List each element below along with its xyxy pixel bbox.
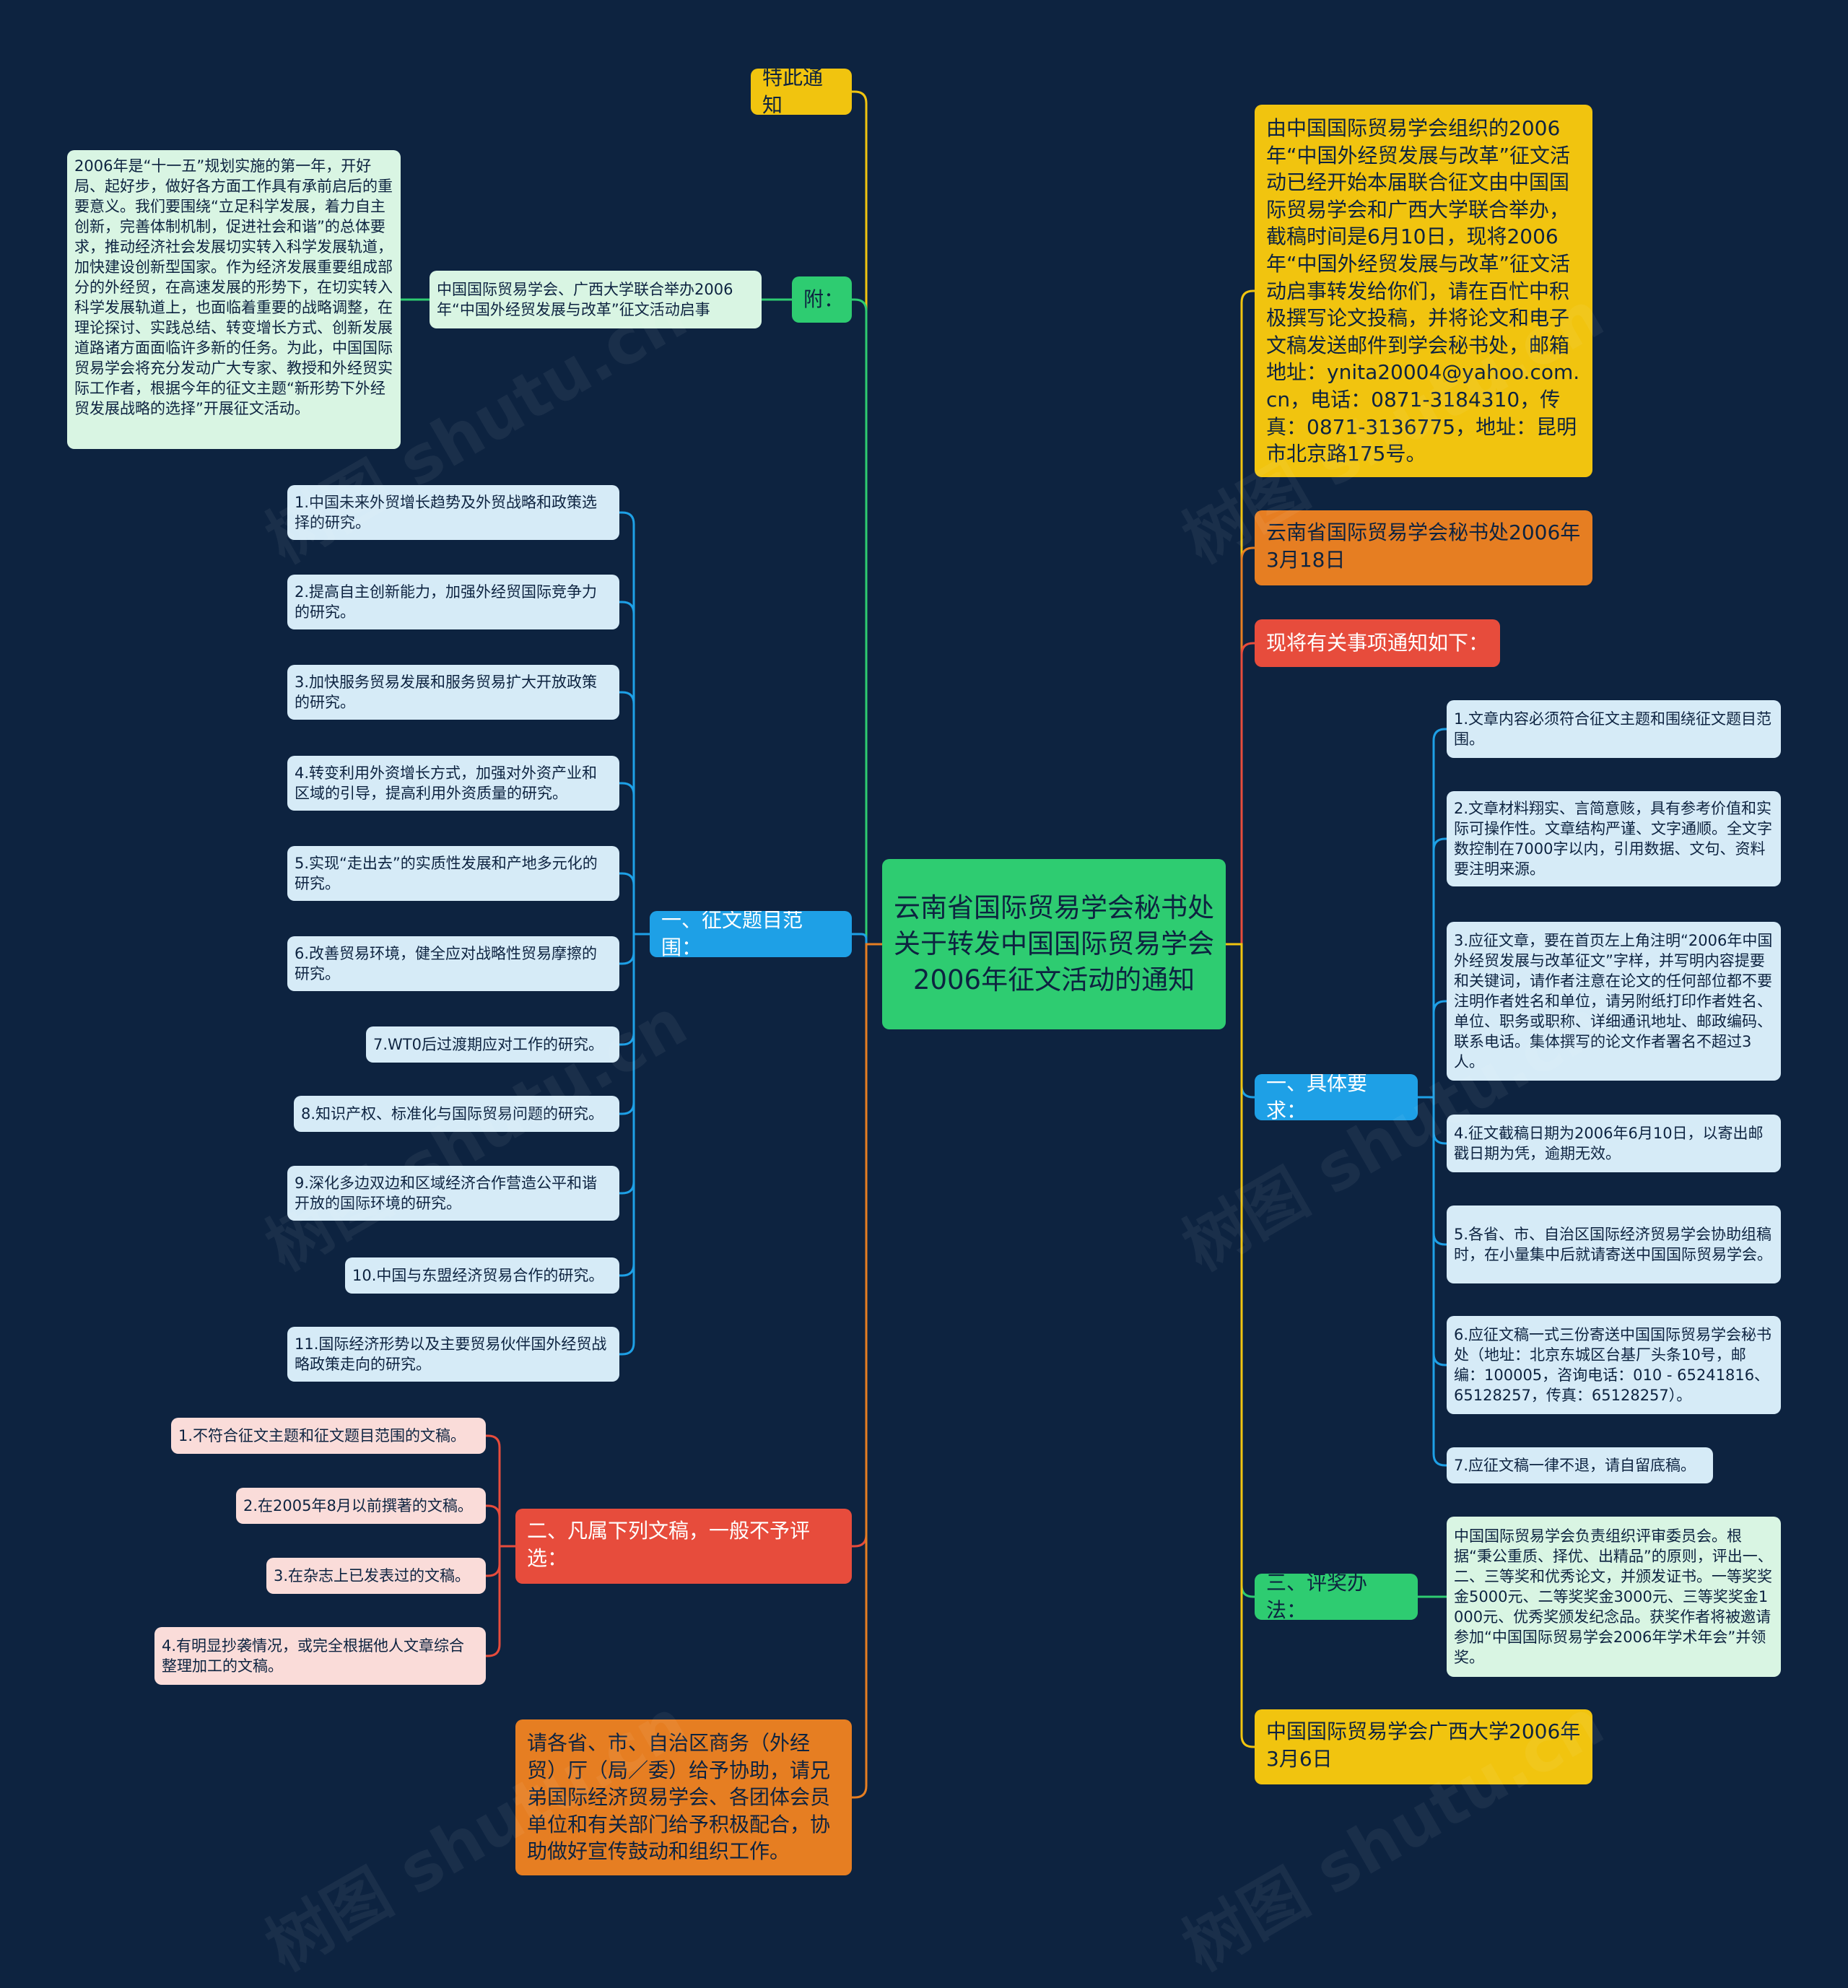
fu-qishi-detail: 2006年是“十一五”规划实施的第一年，开好局、起好步，做好各方面工作具有承前启… [67,150,401,449]
fu-qishi-title[interactable]: 中国国际贸易学会、广西大学联合举办2006年“中国外经贸发展与改革”征文活动启事 [430,271,762,328]
connector-line [1226,943,1255,1099]
connector-line [619,933,650,1115]
mind-map-canvas: 云南省国际贸易学会秘书处关于转发中国国际贸易学会2006年征文活动的通知 特此通… [67,69,1781,1986]
connector-line [619,782,650,936]
branch-topics[interactable]: 一、征文题目范围： [650,911,852,957]
exclude-item-1[interactable]: 1.不符合征文主题和征文题目范围的文稿。 [171,1418,486,1454]
branch-notice[interactable]: 现将有关事项通知如下： [1255,619,1500,667]
connector-line [852,943,882,1799]
connector-line [1226,943,1255,1598]
connector-line [1418,1096,1447,1246]
connector-line [1418,728,1447,1099]
exclude-item-3[interactable]: 3.在杂志上已发表过的文稿。 [266,1558,486,1594]
connector-line [1226,289,1255,946]
topic-item-5[interactable]: 5.实现“走出去”的实质性发展和产地多元化的研究。 [287,846,619,901]
topic-item-8[interactable]: 8.知识产权、标准化与国际贸易问题的研究。 [294,1096,619,1132]
requirement-item-7[interactable]: 7.应征文稿一律不退，请自留底稿。 [1447,1447,1713,1483]
connector-line [619,872,650,936]
connector-line [619,691,650,936]
requirement-item-2[interactable]: 2.文章材料翔实、言简意赅，具有参考价值和实际可操作性。文章结构严谨、文字通顺。… [1447,791,1781,886]
branch-please-assist[interactable]: 请各省、市、自治区商务（外经贸）厅（局／委）给予协助，请兄弟国际经济贸易学会、各… [515,1719,852,1875]
branch-yunnan-date[interactable]: 云南省国际贸易学会秘书处2006年3月18日 [1255,510,1592,585]
exclude-item-2[interactable]: 2.在2005年8月以前撰著的文稿。 [236,1488,486,1524]
connector-line [619,601,650,936]
requirement-item-3[interactable]: 3.应征文章，要在首页左上角注明“2006年中国外经贸发展与改革征文”字样，并写… [1447,922,1781,1081]
topic-item-2[interactable]: 2.提高自主创新能力，加强外经贸国际竞争力的研究。 [287,575,619,629]
connector-line [486,1434,515,1548]
connector-line [619,933,650,1356]
topic-item-4[interactable]: 4.转变利用外资增长方式，加强对外资产业和区域的引导，提高利用外资质量的研究。 [287,756,619,811]
award-detail: 中国国际贸易学会负责组织评审委员会。根据“秉公重质、择优、出精品”的原则，评出一… [1447,1517,1781,1677]
branch-award[interactable]: 三、评奖办法： [1255,1574,1418,1620]
connector-line [1226,546,1255,946]
requirement-item-1[interactable]: 1.文章内容必须符合征文主题和围绕征文题目范围。 [1447,700,1781,758]
branch-intro[interactable]: 由中国国际贸易学会组织的2006年“中国外经贸发展与改革”征文活动已经开始本届联… [1255,105,1592,477]
topic-item-11[interactable]: 11.国际经济形势以及主要贸易伙伴国外经贸战略政策走向的研究。 [287,1327,619,1382]
connector-line [1418,837,1447,1099]
connector-line [1226,943,1255,1748]
branch-guangxi-date[interactable]: 中国国际贸易学会广西大学2006年3月6日 [1255,1709,1592,1784]
requirement-item-5[interactable]: 5.各省、市、自治区国际经济贸易学会协助组稿时，在小量集中后就请寄送中国国际贸易… [1447,1206,1781,1283]
connector-line [1418,1096,1447,1145]
connector-line [852,943,882,1548]
branch-requirements[interactable]: 一、具体要求： [1255,1074,1418,1120]
connector-line [1418,1096,1447,1467]
connector-line [486,1545,515,1577]
connector-line [486,1504,515,1548]
connector-line [619,933,650,1195]
topic-item-10[interactable]: 10.中国与东盟经济贸易合作的研究。 [345,1257,619,1294]
connector-line [1418,1000,1447,1099]
topic-item-3[interactable]: 3.加快服务贸易发展和服务贸易扩大开放政策的研究。 [287,665,619,720]
exclude-item-4[interactable]: 4.有明显抄袭情况，或完全根据他人文章综合整理加工的文稿。 [154,1627,486,1685]
topic-item-7[interactable]: 7.WT0后过渡期应对工作的研究。 [366,1026,619,1063]
connector-line [1418,1096,1447,1366]
connector-line [619,933,650,1046]
connector-line [852,90,882,946]
topic-item-6[interactable]: 6.改善贸易环境，健全应对战略性贸易摩擦的研究。 [287,936,619,991]
connector-line [1226,642,1255,946]
requirement-item-6[interactable]: 6.应征文稿一式三份寄送中国国际贸易学会秘书处（地址：北京东城区台基厂头条10号… [1447,1316,1781,1414]
topic-item-1[interactable]: 1.中国未来外贸增长趋势及外贸战略和政策选择的研究。 [287,485,619,540]
connector-line [619,511,650,936]
connector-line [852,933,882,946]
connector-line [619,933,650,965]
requirement-item-4[interactable]: 4.征文截稿日期为2006年6月10日，以寄出邮戳日期为凭，逾期无效。 [1447,1115,1781,1172]
connector-line [619,933,650,1277]
topic-item-9[interactable]: 9.深化多边双边和区域经济合作营造公平和谐开放的国际环境的研究。 [287,1166,619,1221]
connector-line [852,298,882,946]
root-topic[interactable]: 云南省国际贸易学会秘书处关于转发中国国际贸易学会2006年征文活动的通知 [882,859,1226,1029]
connector-line [486,1545,515,1657]
branch-fu[interactable]: 附： [792,276,852,323]
branch-tezi-tongzhi[interactable]: 特此通知 [751,69,852,115]
branch-exclude[interactable]: 二、凡属下列文稿，一般不予评选： [515,1509,852,1584]
